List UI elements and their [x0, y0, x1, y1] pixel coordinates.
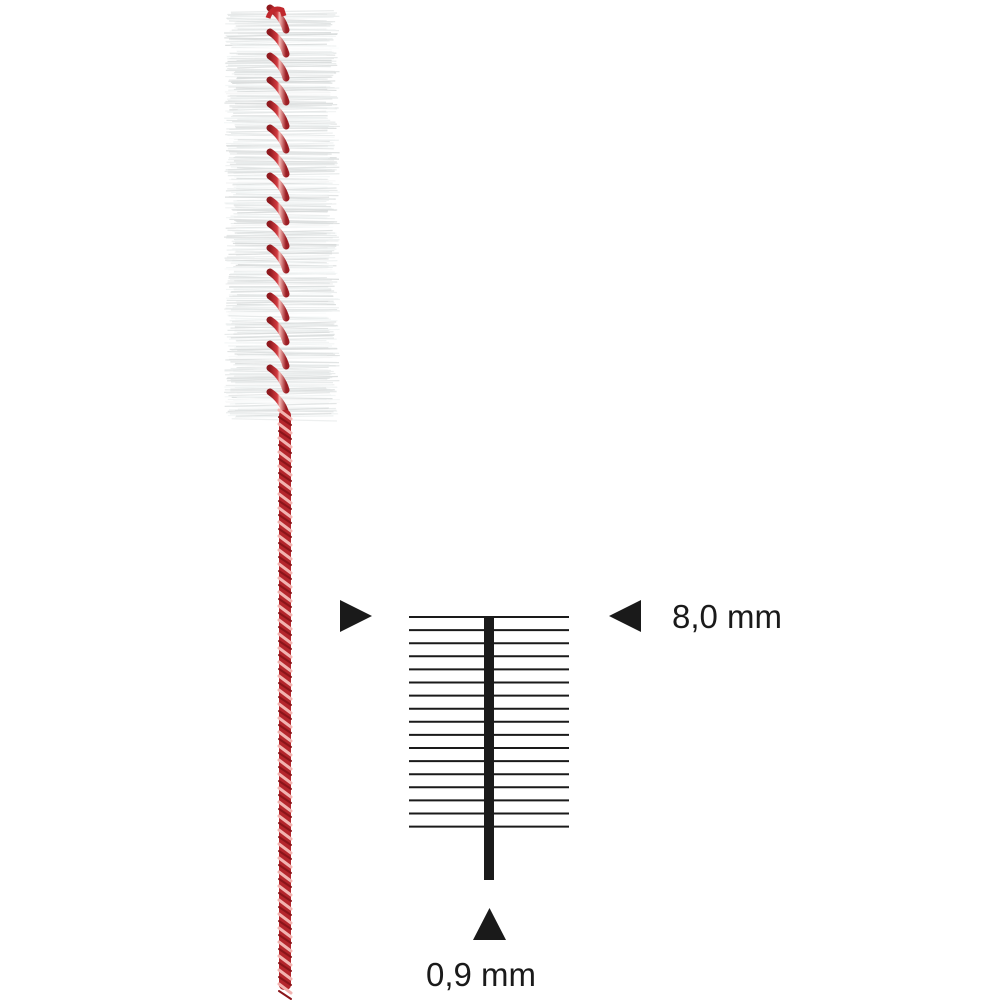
wire-diameter-label: 0,9 mm	[426, 956, 537, 993]
twisted-wire	[265, 4, 293, 1000]
triangle-up-icon	[473, 908, 506, 940]
wire-stem	[484, 616, 494, 880]
triangle-right-icon	[340, 600, 372, 632]
triangle-left-icon	[609, 600, 641, 632]
brush-diameter-label: 8,0 mm	[672, 598, 783, 635]
